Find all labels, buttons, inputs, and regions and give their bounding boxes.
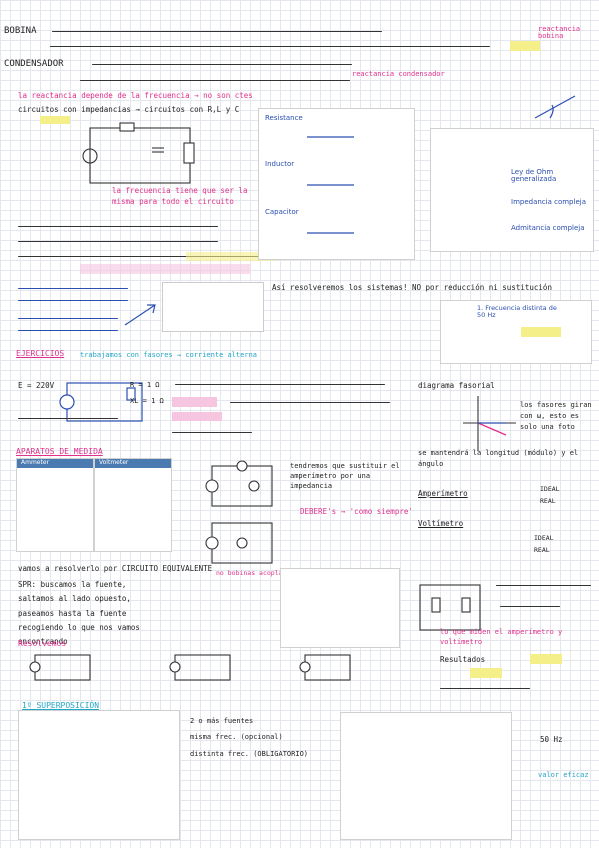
note-fasores-giran: los fasores giran con ω, esto es solo un…	[520, 401, 592, 432]
label-reactancia-condensador: reactancia condensador	[352, 70, 445, 78]
system-line	[18, 288, 128, 289]
ref-image-superposicion-2	[340, 712, 512, 840]
formula-line	[52, 31, 382, 32]
label-ammeter: Ammeter	[21, 459, 49, 466]
voltmeter-header	[95, 459, 171, 468]
eq-line	[230, 402, 390, 403]
eq-line	[18, 226, 218, 227]
label-ideal-2: IDEAL	[534, 534, 554, 542]
arrow-to-matrix	[124, 304, 156, 326]
note-modulo-angulo: se mantendrá la longitud (módulo) y el á…	[418, 449, 579, 469]
highlight-xl	[510, 41, 540, 51]
note-debere: DEBERE's → 'como siempre'	[300, 507, 413, 516]
system-line	[18, 300, 128, 301]
note-distinta-frec: distinta frec. (OBLIGATORIO)	[190, 750, 309, 758]
system-line	[18, 318, 118, 319]
highlight-result	[80, 264, 250, 274]
phasor-diagram	[463, 396, 516, 451]
formula-line	[50, 46, 490, 47]
note-resolvemos-sistemas: Así resolveremos los sistemas! NO por re…	[272, 283, 552, 292]
heading-aparatos: APARATOS DE MEDIDA	[16, 447, 103, 456]
note-frecuencia-ctes: la reactancia depende de la frecuencia →…	[18, 91, 253, 100]
circuit-ejercicio-1	[59, 382, 143, 422]
ref-image-ammeter: Ammeter	[16, 458, 94, 552]
eq-line	[18, 256, 288, 257]
label-amperimetro: Amperímetro	[418, 489, 468, 498]
label-inductor: Inductor	[265, 160, 295, 168]
heading-superposicion: 1º SUPERPOSICIÓN	[22, 701, 100, 710]
label-voltmeter: Voltmeter	[99, 459, 129, 466]
phasor-sketch-top	[534, 95, 576, 119]
label-admitancia: Admitancia compleja	[511, 224, 585, 232]
eq-line	[18, 418, 118, 419]
note-sustituir: tendremos que sustituir el amperímetro p…	[290, 462, 400, 490]
highlight-eq	[186, 252, 276, 261]
eq-line	[440, 688, 530, 689]
highlight-i	[172, 397, 217, 407]
note-frecuencia-igual: la frecuencia tiene que ser la misma par…	[112, 186, 248, 207]
note-circuitos: circuitos con impedancias → circuitos co…	[18, 105, 240, 114]
note-spr: SPR: buscamos la fuente, saltamos al lad…	[18, 580, 140, 646]
highlight-resultado-1	[530, 654, 562, 664]
eq-line	[496, 585, 591, 586]
circuit-resolve-2	[169, 654, 231, 681]
formula-line	[92, 64, 352, 65]
ref-image-ohm: Ley de Ohm generalizada Impedancia compl…	[430, 128, 594, 252]
heading-ejercicios: EJERCICIOS	[16, 349, 65, 358]
label-ideal-1: IDEAL	[540, 485, 560, 493]
value-xl1: XL = 1 Ω	[130, 397, 164, 405]
heading-resolvemos: Resolvemos	[18, 639, 67, 648]
eq-line	[172, 432, 252, 433]
circuit-resolve-1	[29, 654, 91, 681]
value-r1: R = 1 Ω	[130, 381, 160, 389]
label-reactancia-bobina: reactancia bobina	[538, 25, 581, 40]
label-resistance: Resistance	[265, 114, 303, 122]
note-dos-o-mas: 2 o más fuentes	[190, 717, 254, 725]
circuit-parallel	[419, 584, 481, 631]
label-impedancia: Impedancia compleja	[511, 198, 586, 206]
label-real-2: REAL	[534, 546, 550, 554]
heading-bobina: BOBINA	[4, 26, 37, 36]
ref-image-voltmeter: Voltmeter	[94, 458, 172, 552]
highlight-z	[172, 412, 222, 421]
heading-condensador: CONDENSADOR	[4, 59, 64, 69]
eq-line	[500, 606, 560, 607]
label-resultados: Resultados	[440, 655, 486, 664]
ref-image-equivalente	[280, 568, 400, 648]
rlc-axes	[307, 136, 354, 234]
label-real-1: REAL	[540, 497, 556, 505]
ref-image-superposicion	[18, 710, 180, 840]
highlight-resultado-2	[470, 668, 502, 678]
ref-frecuencia-box: 1. Frecuencia distinta de 50 Hz	[440, 300, 592, 364]
note-no-acopladas: no bobinas acopladas	[216, 569, 295, 577]
circuit-ammeter	[205, 460, 273, 507]
eq-line	[18, 241, 218, 242]
circuit-sketch-1	[82, 122, 195, 184]
eq-line	[175, 384, 385, 385]
circuit-resolve-3	[299, 654, 351, 681]
highlight-note	[40, 116, 70, 124]
ammeter-header	[17, 459, 93, 468]
circuit-voltmeter	[205, 522, 273, 564]
note-lo-que-miden: lo que miden el amperímetro y voltímetro	[440, 628, 563, 646]
ref-image-rlc: Resistance Inductor Capacitor	[258, 108, 415, 260]
value-e220: E = 220V	[18, 381, 55, 390]
note-trabajamos-fasores: trabajamos con fasores → corriente alter…	[80, 351, 258, 359]
value-f50: 50 Hz	[540, 735, 563, 744]
label-frecuencia: 1. Frecuencia distinta de 50 Hz	[477, 304, 557, 319]
note-valor-eficaz: valor eficaz	[538, 771, 589, 779]
formula-line	[80, 80, 350, 81]
label-ley-ohm: Ley de Ohm generalizada	[511, 168, 557, 183]
note-diagrama-fasorial: diagrama fasorial	[418, 381, 495, 390]
note-misma-frec: misma frec. (opcional)	[190, 733, 283, 741]
matrix-box	[162, 282, 264, 332]
note-circuito-equivalente: vamos a resolverlo por CIRCUITO EQUIVALE…	[18, 564, 213, 573]
system-line	[18, 330, 118, 331]
label-capacitor: Capacitor	[265, 208, 299, 216]
label-voltimetro: Voltímetro	[418, 519, 464, 528]
highlight-frec	[521, 327, 561, 337]
